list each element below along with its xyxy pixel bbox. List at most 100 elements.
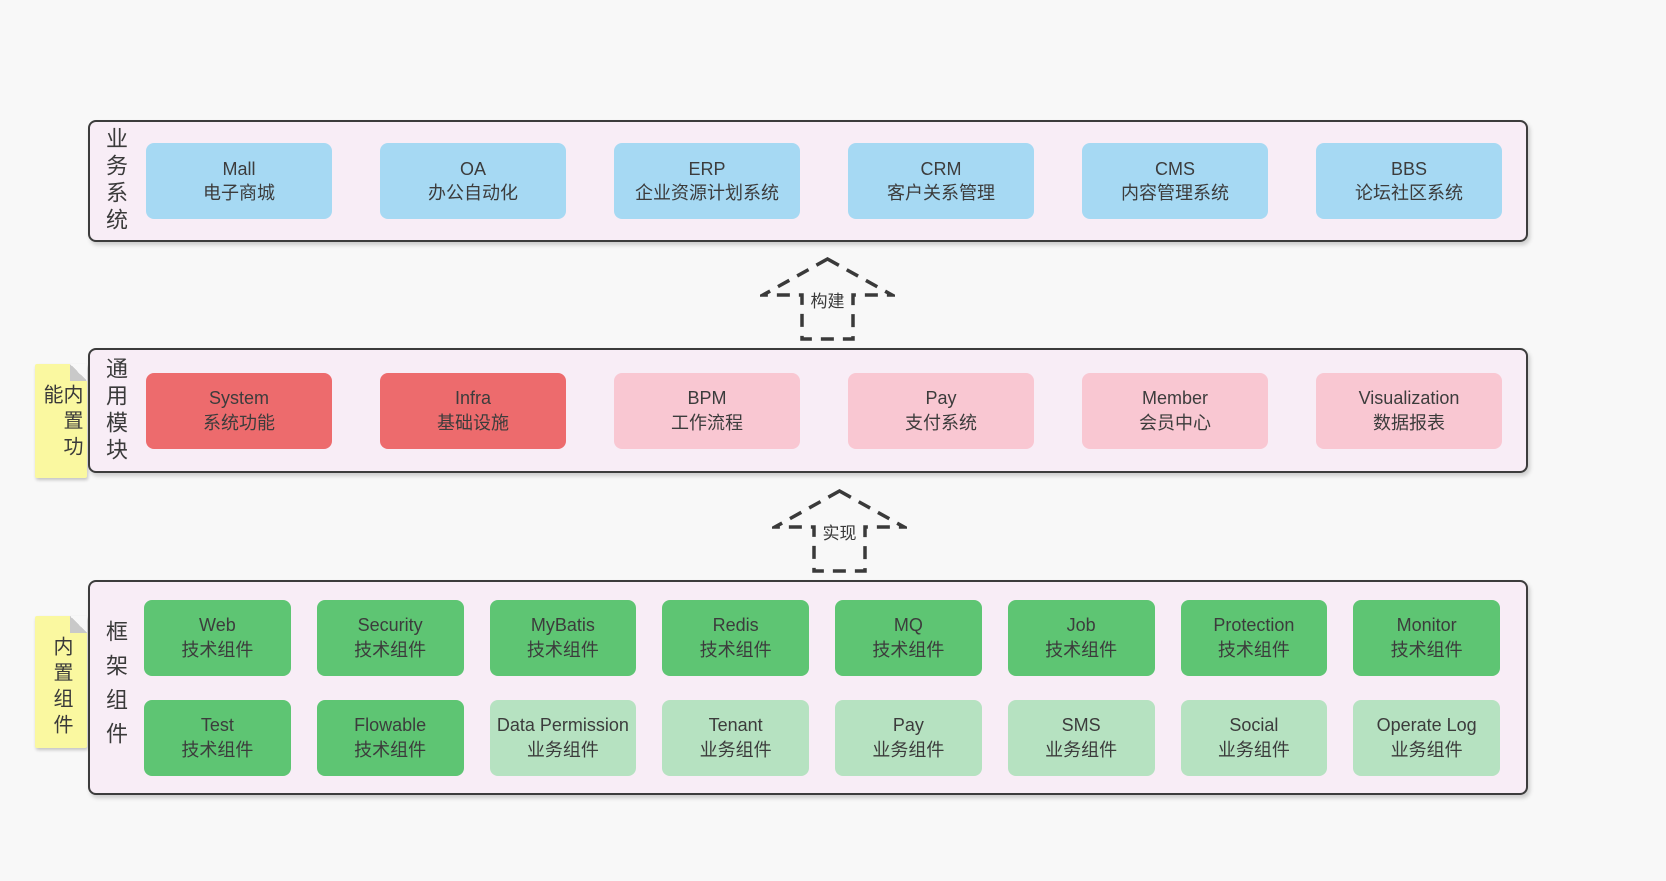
box-desc: 业务组件 [1390, 739, 1463, 760]
box-redis: Redis 技术组件 [662, 599, 809, 676]
box-desc: 工作流程 [671, 412, 743, 433]
box-system: System 系统功能 [146, 372, 332, 449]
box-desc: 基础设施 [437, 412, 509, 433]
box-desc: 客户关系管理 [887, 183, 995, 203]
box-name: Visualization [1358, 388, 1460, 409]
panel-label-business-systems: 业务系统 [103, 127, 128, 235]
box-desc: 数据报表 [1373, 412, 1445, 433]
box-data-permission: Data Permission 业务组件 [489, 699, 637, 776]
box-job: Job 技术组件 [1007, 599, 1155, 676]
box-oa: OA 办公自动化 [380, 143, 566, 219]
up-arrow-icon [760, 256, 895, 341]
box-erp: ERP 企业资源计划系统 [614, 143, 800, 219]
box-name: CMS [1155, 158, 1195, 179]
box-desc: 电子商城 [203, 183, 275, 203]
box-mq: MQ 技术组件 [835, 599, 982, 676]
box-desc: 业务组件 [699, 739, 772, 760]
box-name: BPM [687, 388, 727, 409]
framework-row-1: Web 技术组件 Security 技术组件 MyBatis 技术组件 Redi… [144, 599, 1500, 676]
box-desc: 办公自动化 [428, 183, 518, 203]
box-pay-biz: Pay 业务组件 [835, 699, 982, 776]
box-name: Social [1229, 715, 1279, 736]
box-name: Protection [1213, 615, 1295, 636]
box-pay: Pay 支付系统 [848, 372, 1034, 449]
box-cms: CMS 内容管理系统 [1082, 143, 1268, 219]
box-desc: 技术组件 [526, 639, 599, 660]
sticky-builtin-components: 内置组件 [35, 616, 87, 748]
box-security: Security 技术组件 [316, 599, 464, 676]
box-bbs: BBS 论坛社区系统 [1316, 143, 1502, 219]
sticky-builtin-components-label: 内置组件 [50, 636, 72, 740]
business-systems-boxes: Mall 电子商城 OA 办公自动化 ERP 企业资源计划系统 CRM 客户关系… [146, 143, 1502, 219]
box-desc: 业务组件 [526, 739, 599, 760]
box-monitor: Monitor 技术组件 [1353, 599, 1500, 676]
box-visualization: Visualization 数据报表 [1316, 372, 1502, 449]
framework-components-grid: Web 技术组件 Security 技术组件 MyBatis 技术组件 Redi… [144, 599, 1500, 776]
box-name: OA [459, 158, 486, 179]
box-desc: 技术组件 [354, 739, 427, 760]
implement-arrow: 实现 [772, 488, 907, 574]
box-name: Data Permission [496, 715, 629, 736]
box-desc: 论坛社区系统 [1355, 183, 1463, 203]
box-name: ERP [688, 158, 726, 179]
box-infra: Infra 基础设施 [380, 372, 566, 449]
box-name: Tenant [708, 715, 763, 736]
common-modules-boxes: System 系统功能 Infra 基础设施 BPM 工作流程 Pay 支付系统… [146, 372, 1502, 449]
box-desc: 技术组件 [872, 639, 945, 660]
box-name: Security [357, 615, 423, 636]
box-name: Job [1066, 615, 1096, 636]
panel-business-systems: 业务系统 Mall 电子商城 OA 办公自动化 ERP 企业资源计划系统 CRM… [88, 120, 1528, 242]
box-operate-log: Operate Log 业务组件 [1353, 699, 1500, 776]
box-test: Test 技术组件 [144, 699, 291, 776]
panel-common-modules: 通用模块 System 系统功能 Infra 基础设施 BPM 工作流程 Pay… [88, 348, 1528, 473]
panel-framework-components: 框架组件 Web 技术组件 Security 技术组件 MyBatis 技术组件… [88, 580, 1528, 795]
box-name: BBS [1390, 158, 1428, 179]
box-name: Operate Log [1376, 715, 1477, 736]
build-arrow: 构建 [760, 256, 895, 342]
box-protection: Protection 技术组件 [1180, 599, 1328, 676]
box-name: MyBatis [530, 615, 595, 636]
box-name: Pay [925, 388, 957, 409]
box-name: Web [199, 615, 236, 636]
box-desc: 业务组件 [872, 739, 945, 760]
box-desc: 企业资源计划系统 [635, 183, 779, 203]
box-name: CRM [920, 158, 962, 179]
box-desc: 技术组件 [1217, 639, 1290, 660]
box-desc: 内容管理系统 [1121, 183, 1229, 203]
box-desc: 业务组件 [1045, 739, 1118, 760]
box-web: Web 技术组件 [144, 599, 291, 676]
box-social: Social 业务组件 [1180, 699, 1328, 776]
box-name: Redis [712, 615, 759, 636]
box-mall: Mall 电子商城 [146, 143, 332, 219]
box-crm: CRM 客户关系管理 [848, 143, 1034, 219]
box-flowable: Flowable 技术组件 [316, 699, 464, 776]
box-desc: 技术组件 [1390, 639, 1463, 660]
box-desc: 技术组件 [181, 639, 254, 660]
box-name: Infra [454, 388, 492, 409]
box-name: Flowable [354, 715, 427, 736]
box-name: Monitor [1396, 615, 1457, 636]
box-mybatis: MyBatis 技术组件 [489, 599, 637, 676]
box-sms: SMS 业务组件 [1007, 699, 1155, 776]
box-name: SMS [1061, 715, 1101, 736]
box-name: Pay [892, 715, 924, 736]
box-member: Member 会员中心 [1082, 372, 1268, 449]
box-name: Mall [222, 158, 256, 179]
framework-row-2: Test 技术组件 Flowable 技术组件 Data Permission … [144, 699, 1500, 776]
box-name: System [208, 388, 269, 409]
box-desc: 支付系统 [905, 412, 977, 433]
box-desc: 技术组件 [699, 639, 772, 660]
panel-label-framework-components: 框架组件 [103, 619, 128, 756]
box-bpm: BPM 工作流程 [614, 372, 800, 449]
sticky-builtin-features-label: 内置功能 [40, 384, 82, 462]
box-desc: 系统功能 [203, 412, 275, 433]
box-name: MQ [893, 615, 923, 636]
sticky-builtin-features: 内置功能 [35, 364, 87, 478]
box-tenant: Tenant 业务组件 [662, 699, 809, 776]
box-name: Member [1141, 388, 1208, 409]
box-desc: 技术组件 [181, 739, 254, 760]
box-desc: 业务组件 [1217, 739, 1290, 760]
build-arrow-label: 构建 [806, 286, 849, 313]
box-name: Test [200, 715, 234, 736]
box-desc: 会员中心 [1139, 412, 1211, 433]
